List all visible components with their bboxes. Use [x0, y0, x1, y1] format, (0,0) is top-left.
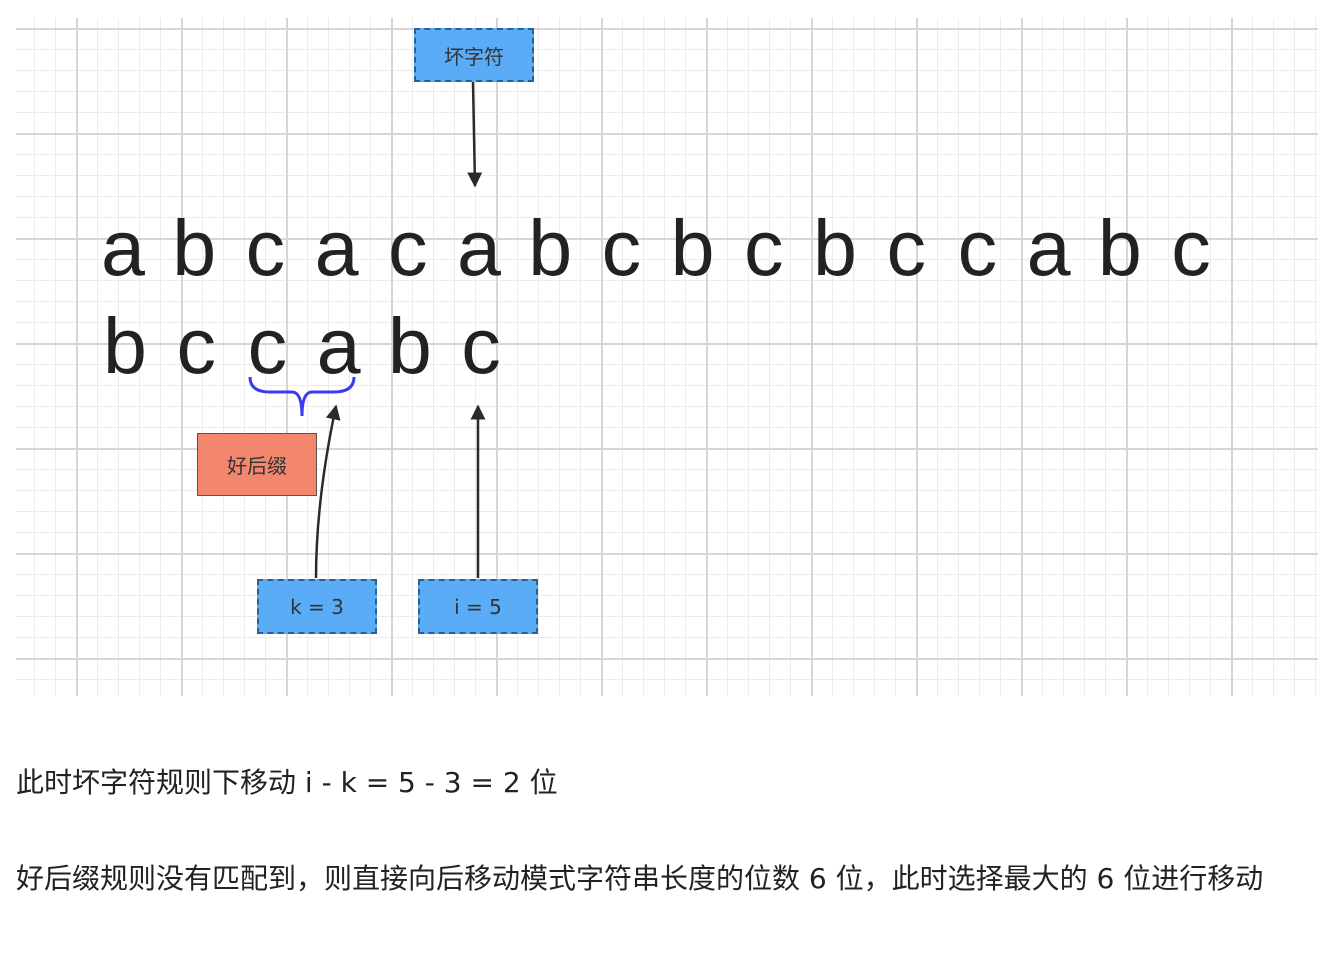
good-suffix-label-text: 好后缀 — [227, 454, 287, 478]
bad-char-label-text: 坏字符 — [444, 44, 504, 69]
text-char: a — [101, 203, 145, 292]
paragraph-bad-char-shift: 此时坏字符规则下移动 i - k = 5 - 3 = 2 位 — [16, 766, 558, 799]
k-value-label-text: k = 3 — [290, 594, 344, 619]
text-char: c — [245, 203, 286, 292]
pattern-char: c — [461, 301, 501, 390]
text-char: a — [1026, 203, 1071, 292]
text-char: b — [813, 203, 857, 292]
text-char: b — [1097, 203, 1142, 292]
diagram-canvas — [16, 18, 1318, 696]
i-value-label-text: i = 5 — [454, 594, 502, 619]
paragraph-good-suffix-shift: 好后缀规则没有匹配到，则直接向后移动模式字符串长度的位数 6 位，此时选择最大的… — [16, 862, 1264, 895]
bad-char-label: 坏字符 — [414, 28, 534, 82]
text-char: a — [314, 203, 359, 292]
text-char: a — [457, 203, 501, 292]
text-char: c — [388, 203, 428, 292]
text-char: c — [886, 203, 926, 292]
text-char: c — [1171, 203, 1211, 292]
text-char: c — [957, 203, 998, 292]
text-char: b — [670, 203, 715, 292]
i-value-label: i = 5 — [418, 579, 538, 634]
pattern-char: b — [103, 301, 147, 390]
text-char: c — [601, 203, 642, 292]
pattern-char: a — [316, 301, 361, 390]
pattern-char: b — [387, 301, 432, 390]
pattern-char: c — [176, 301, 216, 390]
text-char: b — [528, 203, 573, 292]
good-suffix-label: 好后缀 — [197, 433, 317, 496]
k-value-label: k = 3 — [257, 579, 377, 634]
text-char: c — [744, 203, 784, 292]
text-char: b — [172, 203, 217, 292]
pattern-char: c — [247, 301, 288, 390]
